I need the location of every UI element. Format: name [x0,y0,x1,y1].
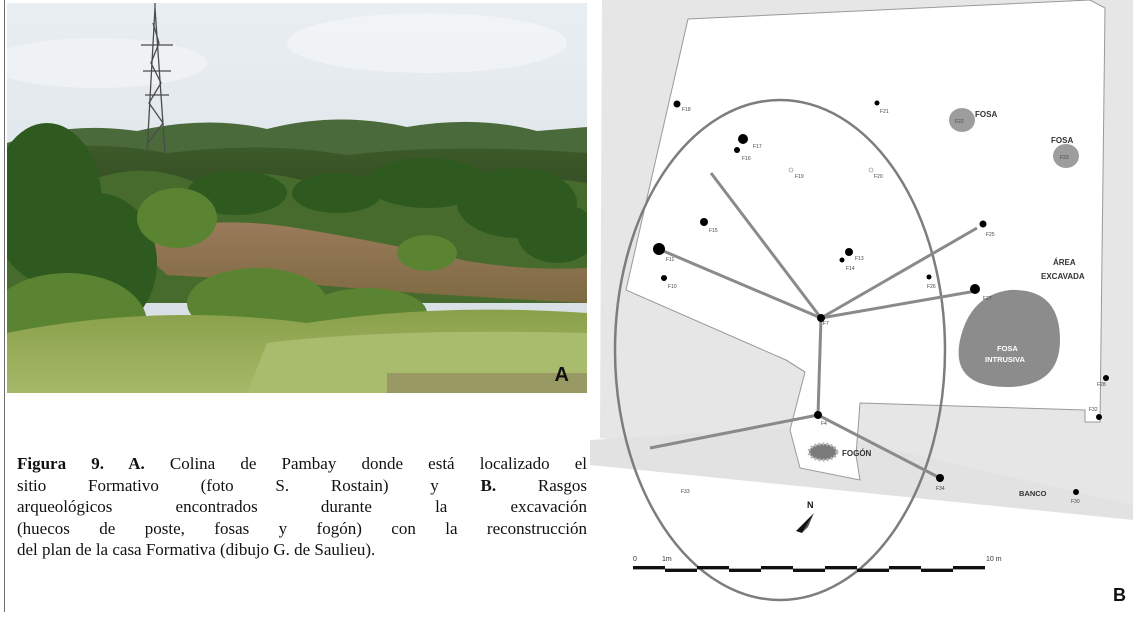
feature-label-f11: F11 [666,257,674,263]
fosa-f23 [1053,144,1079,168]
post-hole-f15 [700,218,708,226]
scale-segment [825,566,857,569]
fosa-f22 [949,108,975,132]
caption-bold: Figura 9. A. [17,454,145,473]
feature-label-f14: F14 [846,266,855,272]
post-hole-f28 [1103,375,1109,381]
feature-label-f18: F18 [682,107,691,113]
feature-label-f22: F22 [955,119,964,125]
power-pylon [141,3,173,154]
caption-text: Rasgos [496,475,587,495]
post-hole-f17 [738,134,748,144]
post-hole-f4 [814,411,822,419]
page-border [4,0,5,612]
post-hole-f26 [926,274,932,280]
feature-label-f28: F28 [1097,382,1106,388]
plan-drawing: N 0 1m 10 m FOSA FOSA ÁREA EXCAVADA FOSA… [590,0,1133,605]
post-hole-f7 [817,314,825,322]
post-hole-f19 [788,167,794,173]
caption-bold: B. [480,475,497,495]
scale-segment [889,566,921,569]
label-fosa-intrusiva-2: INTRUSIVA [985,355,1025,364]
label-fosa-intrusiva-1: FOSA [997,344,1018,353]
label-fogon: FOGÓN [842,449,872,458]
north-arrow [796,513,814,533]
photo-pambay-hill: A [7,3,587,393]
feature-label-f19: F19 [795,174,804,180]
panel-letter-b: B [1113,585,1126,605]
caption-text: del plan de la casa Formativa (dibujo G.… [17,540,376,559]
post-hole-f25 [979,220,987,228]
label-fosa-2: FOSA [1051,136,1073,145]
feature-label-f30: F30 [1071,499,1080,505]
label-fosa-1: FOSA [975,110,997,119]
feature-label-f20: F20 [874,174,883,180]
scale-bar [633,566,985,572]
scale-ten-meters: 10 m [986,556,1002,563]
landscape-photo [7,3,587,393]
feature-label-f27: F27 [983,296,992,302]
feature-label-f33: F33 [681,489,690,495]
feature-label-f4: F4 [821,421,827,427]
post-hole-f21 [874,100,880,106]
scale-segment [729,569,761,572]
scale-segment [793,569,825,572]
caption-line: arqueológicos encontrados durante la exc… [17,496,587,518]
excavation-plan: N 0 1m 10 m FOSA FOSA ÁREA EXCAVADA FOSA… [590,0,1133,617]
feature-label-f16: F16 [742,156,751,162]
scale-segment [697,566,729,569]
feature-label-f34: F34 [936,486,945,492]
north-label: N [807,500,814,510]
caption-line: Figura 9. A. Colina de Pambay donde está… [17,453,587,475]
feature-label-f32: F32 [1089,407,1098,413]
label-banco: BANCO [1019,489,1047,498]
post-hole-f14 [839,257,845,263]
post-hole-f16 [734,147,740,153]
house-outline [613,98,947,602]
label-area: ÁREA [1053,258,1076,267]
post-hole-f32 [1096,414,1102,420]
scale-segment [761,566,793,569]
roof-beams [649,172,978,480]
figure-caption: Figura 9. A. Colina de Pambay donde está… [17,453,587,561]
feature-label-f26: F26 [927,284,936,290]
caption-text: (huecos de poste, fosas y fogón) con la … [17,518,587,538]
feature-label-f10: F10 [668,284,677,290]
scale-zero: 0 [633,556,637,563]
feature-label-f17: F17 [753,144,762,150]
feature-label-f25: F25 [986,232,995,238]
feature-label-f15: F15 [709,228,718,234]
banco-area [590,428,1133,520]
post-hole-f11 [653,243,665,255]
post-hole-f10 [661,275,667,281]
caption-line: del plan de la casa Formativa (dibujo G.… [17,539,587,561]
fosa-intrusiva [958,289,1060,388]
feature-label-f21: F21 [880,109,889,115]
feature-label-f13: F13 [855,256,864,262]
photo-letter-a: A [554,364,569,386]
feature-label-f23: F23 [1060,155,1069,161]
caption-text: sitio Formativo (foto S. Rostain) y [17,475,481,495]
post-hole-f30 [1073,489,1079,495]
scale-segment [857,569,889,572]
post-hole-f13 [845,248,853,256]
scale-segment [921,569,953,572]
scale-one-meter: 1m [662,556,672,563]
label-excavada: EXCAVADA [1041,272,1085,281]
post-hole-f34 [936,474,944,482]
caption-line: (huecos de poste, fosas y fogón) con la … [17,518,587,540]
scale-segment [665,569,697,572]
fogon-hearth [807,442,839,462]
caption-text: arqueológicos encontrados durante la exc… [17,497,587,516]
feature-label-f7: F7 [823,321,829,327]
post-hole-f20 [868,167,874,173]
post-hole-f18 [673,100,681,108]
caption-line: sitio Formativo (foto S. Rostain) y B. R… [17,475,587,497]
caption-text: Colina de Pambay donde está localizado e… [144,454,587,473]
scale-segment [953,566,985,569]
post-hole-f27 [970,284,980,294]
scale-segment [633,566,665,569]
